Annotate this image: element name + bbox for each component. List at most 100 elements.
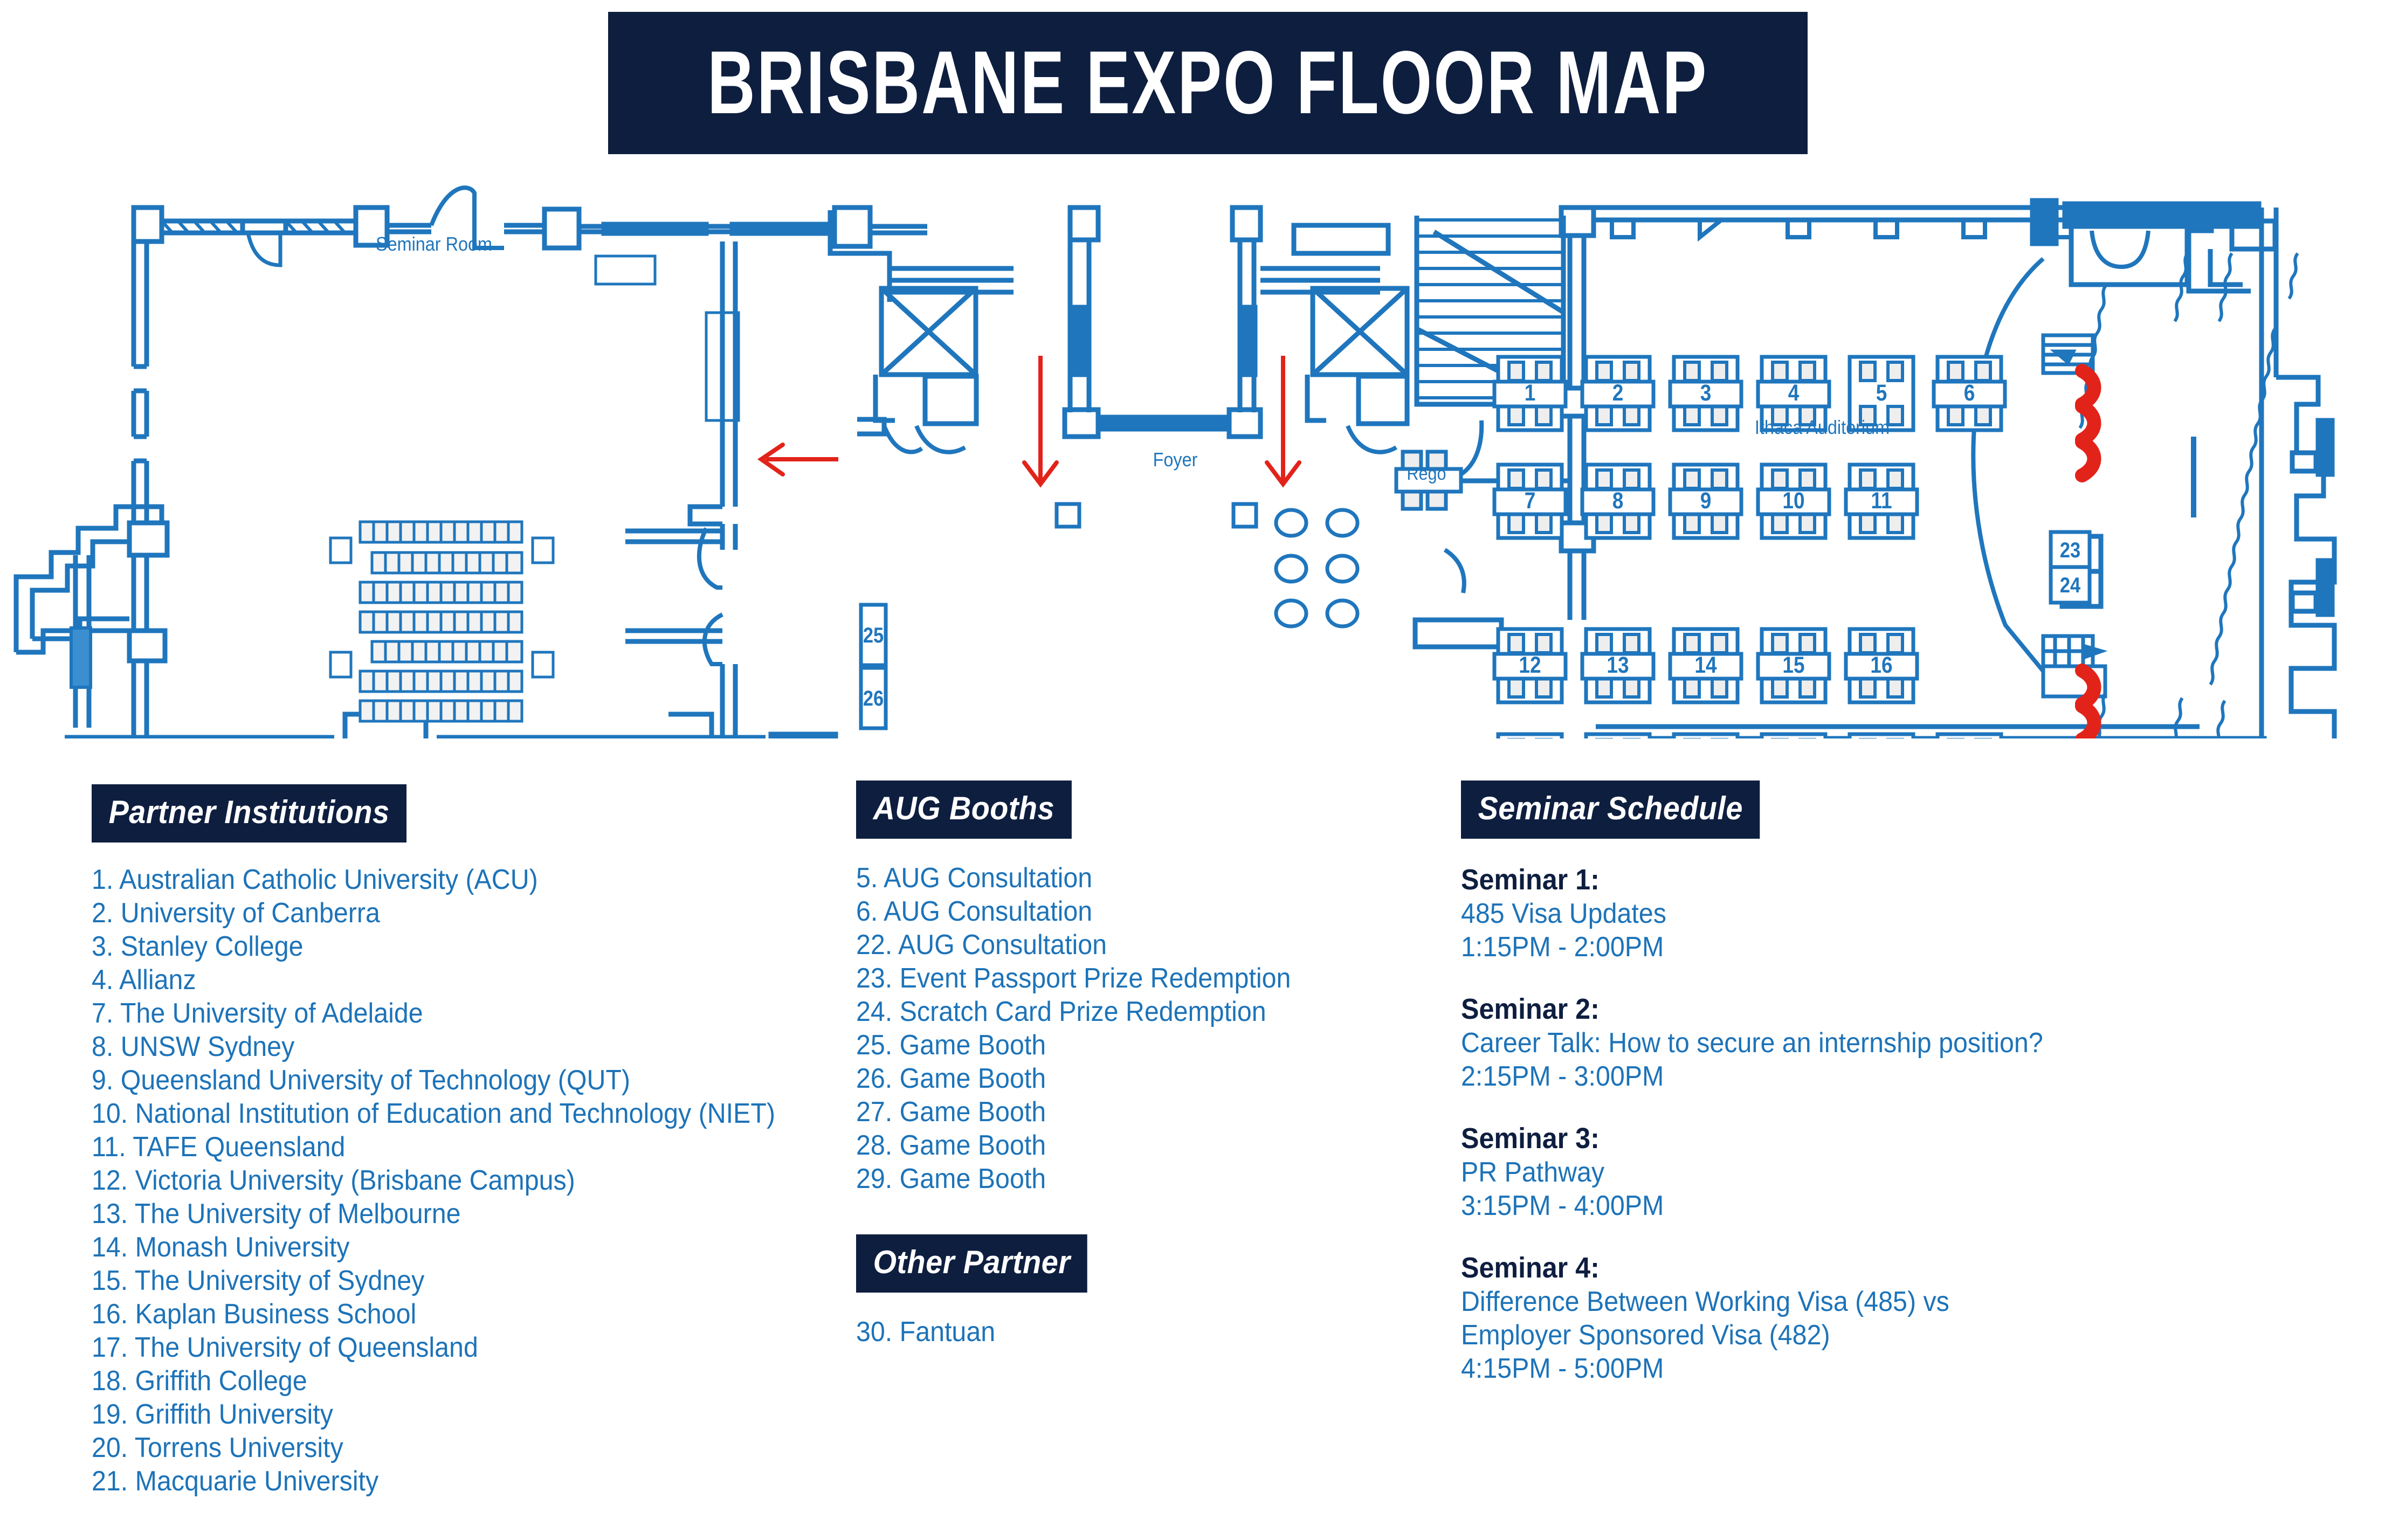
booth-22[interactable]: 22: [1934, 732, 2005, 738]
booth-17[interactable]: 17: [1494, 732, 1566, 738]
list-item: 13. The University of Melbourne: [92, 1198, 461, 1230]
booth-13[interactable]: 13: [1580, 627, 1656, 705]
list-item: 29. Game Booth: [856, 1163, 1046, 1194]
booth-number: 13: [1607, 652, 1629, 678]
seminar-session-title: Seminar 4:: [1461, 1252, 1600, 1284]
partner-institutions-panel: Partner Institutions 1. Australian Catho…: [92, 784, 857, 1498]
direction-arrow-group: [757, 356, 1301, 488]
booth-number: 5: [1876, 380, 1887, 405]
partner-institutions-heading: Partner Institutions: [92, 784, 407, 842]
side-booth-group: 25 26: [859, 603, 888, 730]
seminar-session-topic: PR Pathway: [1461, 1157, 1605, 1188]
list-item: 6. AUG Consultation: [856, 896, 1093, 927]
seminar-schedule-heading: Seminar Schedule: [1461, 781, 1760, 839]
seminar-session-topic-cont: Employer Sponsored Visa (482): [1461, 1320, 1830, 1351]
list-item: 30. Fantuan: [856, 1316, 996, 1348]
booth-2[interactable]: 2: [1580, 355, 1656, 432]
seminar-session-topic: 485 Visa Updates: [1461, 898, 1666, 929]
booth-19[interactable]: 19: [1670, 732, 1741, 738]
list-item: 25. Game Booth: [856, 1030, 1046, 1061]
list-item: 2. University of Canberra: [92, 897, 380, 929]
list-item: 27. Game Booth: [856, 1096, 1046, 1128]
floor-plan: 12345678910111213141516171819202122 2324…: [0, 151, 2392, 738]
seminar-session-topic: Difference Between Working Visa (485) vs: [1461, 1286, 1949, 1317]
booth-6[interactable]: 6: [1932, 355, 2007, 432]
seminar-schedule-panel: Seminar Schedule Seminar 1:485 Visa Upda…: [1461, 781, 2243, 1385]
list-item: 14. Monash University: [92, 1232, 350, 1263]
booth-25[interactable]: 25: [859, 603, 888, 667]
list-item: 12. Victoria University (Brisbane Campus…: [92, 1165, 575, 1196]
ithaca-auditorium-label: Ithaca Auditorium: [1755, 417, 1890, 438]
foyer-label: Foyer: [1153, 449, 1198, 471]
booth-4[interactable]: 4: [1756, 355, 1831, 432]
other-partner-panel: Other Partner 30. Fantuan: [856, 1234, 1395, 1349]
list-item: 9. Queensland University of Technology (…: [92, 1065, 631, 1096]
seminar-session-title: Seminar 1:: [1461, 864, 1600, 896]
booth-number: 15: [1782, 652, 1804, 678]
list-item: 11. TAFE Queensland: [92, 1131, 346, 1163]
booth-number: 1: [1525, 380, 1536, 405]
booth-11[interactable]: 11: [1844, 462, 1919, 540]
seminar-session: Seminar 4:Difference Between Working Vis…: [1461, 1251, 2243, 1385]
seminar-session-time: 3:15PM - 4:00PM: [1461, 1190, 1664, 1221]
other-partner-list: 30. Fantuan: [856, 1315, 1395, 1349]
booth-number: 23: [2060, 538, 2080, 562]
booth-10[interactable]: 10: [1756, 462, 1831, 540]
list-item: 5. AUG Consultation: [856, 862, 1093, 894]
booth-number: 9: [1700, 488, 1712, 513]
list-item: 23. Event Passport Prize Redemption: [856, 963, 1291, 994]
booth-5[interactable]: 5: [1848, 355, 1915, 432]
page-title-banner: BRISBANE EXPO FLOOR MAP: [608, 12, 1808, 154]
list-item: 18. Griffith College: [92, 1365, 307, 1397]
booth-15[interactable]: 15: [1756, 627, 1831, 705]
seminar-session-topic: Career Talk: How to secure an internship…: [1461, 1027, 2043, 1059]
booth-16[interactable]: 16: [1844, 627, 1919, 705]
list-item: 10. National Institution of Education an…: [92, 1098, 775, 1129]
booth-3[interactable]: 3: [1668, 355, 1743, 432]
crowd-barrier-group: [2075, 364, 2101, 738]
other-partner-heading: Other Partner: [856, 1234, 1087, 1293]
booth-number: 11: [1871, 488, 1892, 513]
partner-institutions-list: 1. Australian Catholic University (ACU)2…: [92, 863, 857, 1498]
list-item: 20. Torrens University: [92, 1432, 343, 1463]
booth-12[interactable]: 12: [1492, 627, 1568, 705]
list-item: 26. Game Booth: [856, 1063, 1046, 1094]
booth-26[interactable]: 26: [859, 666, 888, 730]
booth-24[interactable]: 24: [2049, 565, 2092, 605]
list-item: 21. Macquarie University: [92, 1466, 379, 1497]
booth-number: 6: [1964, 380, 1975, 405]
seminar-session-time: 4:15PM - 5:00PM: [1461, 1353, 1664, 1384]
list-item: 19. Griffith University: [92, 1399, 333, 1430]
booth-number: 26: [863, 686, 884, 710]
seminar-session-time: 1:15PM - 2:00PM: [1461, 931, 1664, 963]
booth-14[interactable]: 14: [1668, 627, 1743, 705]
list-item: 15. The University of Sydney: [92, 1265, 425, 1296]
list-item: 7. The University of Adelaide: [92, 998, 423, 1029]
rego-desk-label: Rego: [1407, 464, 1446, 484]
booth-number: 14: [1694, 652, 1717, 678]
booth-number: 12: [1519, 652, 1541, 678]
booth-number: 10: [1782, 488, 1804, 513]
list-item: 8. UNSW Sydney: [92, 1031, 295, 1062]
booth-20[interactable]: 20: [1758, 732, 1829, 738]
booth-9[interactable]: 9: [1668, 462, 1743, 540]
auditorium-booth-group: 12345678910111213141516171819202122: [1492, 355, 2007, 738]
seminar-room-label: Seminar Room: [376, 233, 492, 255]
booth-7[interactable]: 7: [1492, 462, 1568, 540]
booth-23[interactable]: 23: [2049, 530, 2092, 570]
list-item: 24. Scratch Card Prize Redemption: [856, 996, 1266, 1027]
booth-8[interactable]: 8: [1580, 462, 1656, 540]
booth-21[interactable]: 21: [1846, 732, 1917, 738]
booth-number: 8: [1612, 488, 1624, 513]
booth-1[interactable]: 1: [1492, 355, 1568, 432]
booth-18[interactable]: 18: [1582, 732, 1653, 738]
booth-number: 24: [2060, 573, 2080, 597]
seminar-session: Seminar 2:Career Talk: How to secure an …: [1461, 992, 2243, 1093]
page-title: BRISBANE EXPO FLOOR MAP: [707, 33, 1708, 133]
